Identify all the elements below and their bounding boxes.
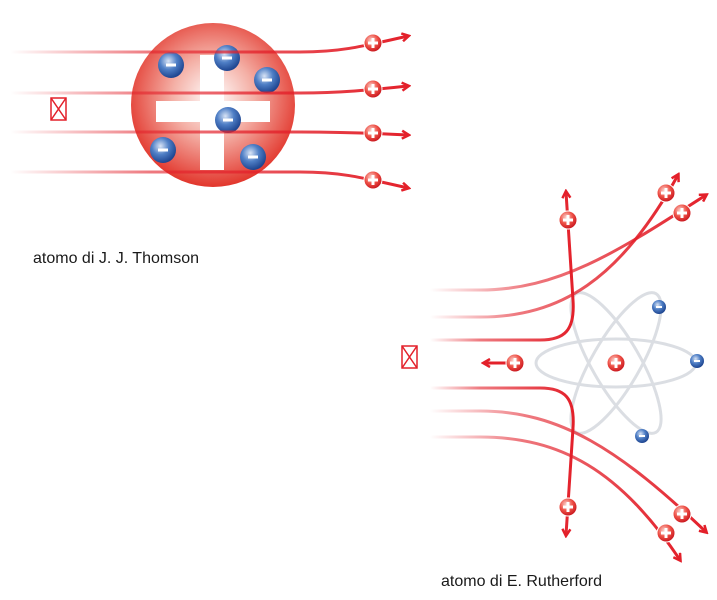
rutherford-rays — [430, 175, 706, 560]
ray — [430, 409, 706, 532]
ray — [10, 86, 408, 95]
minus-electron-icon — [635, 429, 649, 443]
ray — [430, 435, 680, 560]
plus-particle-icon — [363, 33, 383, 53]
ray — [430, 192, 575, 342]
plus-particle-icon — [656, 523, 676, 543]
missing-glyph-icon — [401, 345, 418, 369]
electron — [150, 137, 176, 163]
plus-particle-icon — [558, 210, 578, 230]
electron — [254, 67, 280, 93]
plus-particle-icon — [363, 79, 383, 99]
plus-particle-icon — [363, 123, 383, 143]
rutherford-caption: atomo di E. Rutherford — [441, 573, 602, 590]
electron — [158, 52, 184, 78]
ray — [430, 175, 678, 319]
plus-particle-icon — [672, 203, 692, 223]
plus-particle-icon — [363, 170, 383, 190]
thomson-atom — [131, 23, 295, 187]
thomson-caption: atomo di J. J. Thomson — [33, 250, 199, 267]
electron — [240, 144, 266, 170]
ray — [10, 170, 408, 188]
minus-electron-icon — [652, 300, 666, 314]
ray — [10, 36, 408, 54]
electron — [215, 107, 241, 133]
ray — [10, 132, 408, 135]
ray — [430, 386, 575, 535]
electron — [214, 45, 240, 71]
plus-particle-icon — [656, 183, 676, 203]
ray — [430, 195, 706, 292]
plus-particle-icon — [672, 504, 692, 524]
plus-bar-horizontal — [156, 101, 270, 122]
thomson-rays — [10, 34, 408, 189]
plus-particle-icon — [558, 497, 578, 517]
missing-glyph-icon — [50, 97, 67, 121]
minus-electron-icon — [690, 354, 704, 368]
plus-particle-icon — [505, 353, 525, 373]
nucleus-icon — [606, 353, 626, 373]
